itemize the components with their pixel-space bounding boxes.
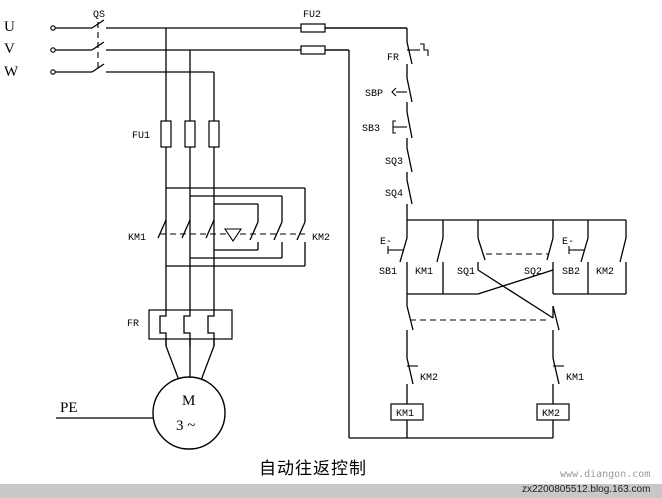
sq1-label: SQ1: [457, 267, 475, 278]
qs-label: QS: [93, 10, 105, 21]
terminal-w: [50, 69, 56, 75]
motor: M 3 ~: [152, 345, 226, 450]
protective-earth: PE: [56, 400, 153, 419]
terminal-v: [50, 47, 56, 53]
control-circuit: FR SBP SB3 SQ3 SQ4 E- SB1: [325, 27, 627, 439]
km1-interlock-label: KM1: [566, 373, 584, 384]
fr-label: FR: [127, 319, 139, 330]
main-contacts-km1-km2: KM1 KM2: [128, 187, 330, 267]
sq4-label: SQ4: [385, 189, 403, 200]
km2-hold-label: KM2: [596, 267, 614, 278]
sq2-label: SQ2: [524, 267, 542, 278]
terminal-v-label: V: [4, 41, 15, 57]
coil-km1-label: KM1: [396, 409, 414, 420]
km2-interlock-label: KM2: [420, 373, 438, 384]
supply-terminals: U V W: [4, 19, 56, 80]
sq3-label: SQ3: [385, 157, 403, 168]
motor-symbol: [152, 376, 226, 450]
terminal-u: [50, 25, 56, 31]
fu1-label: FU1: [132, 131, 150, 142]
svg-text:E-: E-: [562, 237, 574, 248]
sb1-label: SB1: [379, 267, 397, 278]
motor-phase-label: 3 ~: [176, 418, 195, 434]
watermark-blog: zx2200805512.blog.163.com: [522, 484, 651, 495]
fu2-label: FU2: [303, 10, 321, 21]
motor-m-label: M: [182, 393, 195, 409]
footer-bar: [0, 484, 662, 498]
terminal-u-label: U: [4, 19, 15, 35]
coil-km2-label: KM2: [542, 409, 560, 420]
main-fuse-fu1: FU1: [132, 120, 220, 148]
ctl-fr-label: FR: [387, 53, 399, 64]
thermal-relay-fr: FR: [127, 309, 233, 346]
km1-hold-label: KM1: [415, 267, 433, 278]
sb2-label: SB2: [562, 267, 580, 278]
terminal-w-label: W: [4, 64, 19, 80]
pe-label: PE: [60, 400, 78, 416]
sb3-label: SB3: [362, 124, 380, 135]
watermark-site: www.diangon.com: [560, 469, 651, 480]
km1-main-label: KM1: [128, 233, 146, 244]
km2-main-label: KM2: [312, 233, 330, 244]
svg-text:E-: E-: [380, 237, 392, 248]
diagram-caption: 自动往返控制: [259, 459, 367, 479]
sbp-label: SBP: [365, 89, 383, 100]
main-circuit-phases: [165, 28, 215, 346]
control-fuse-fu2: FU2: [300, 10, 326, 55]
main-switch-qs: QS: [55, 10, 407, 73]
